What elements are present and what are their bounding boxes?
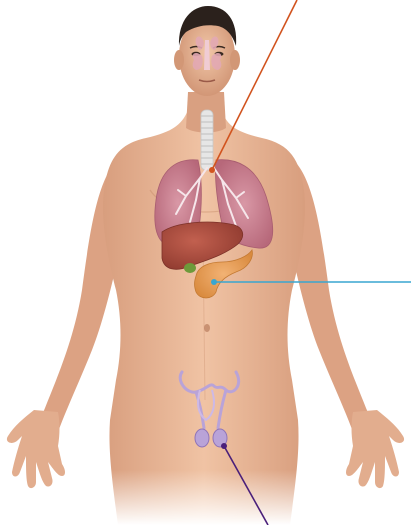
gallbladder (184, 263, 196, 273)
leader-dot-pancreas (211, 279, 217, 285)
left-testis (195, 429, 209, 447)
left-hand (7, 410, 65, 488)
sinuses (193, 37, 222, 70)
leader-dot-trachea (209, 167, 215, 173)
leader-dot-reproductive (221, 443, 227, 449)
trachea (201, 110, 213, 170)
right-hand (346, 410, 404, 488)
navel (204, 324, 210, 332)
